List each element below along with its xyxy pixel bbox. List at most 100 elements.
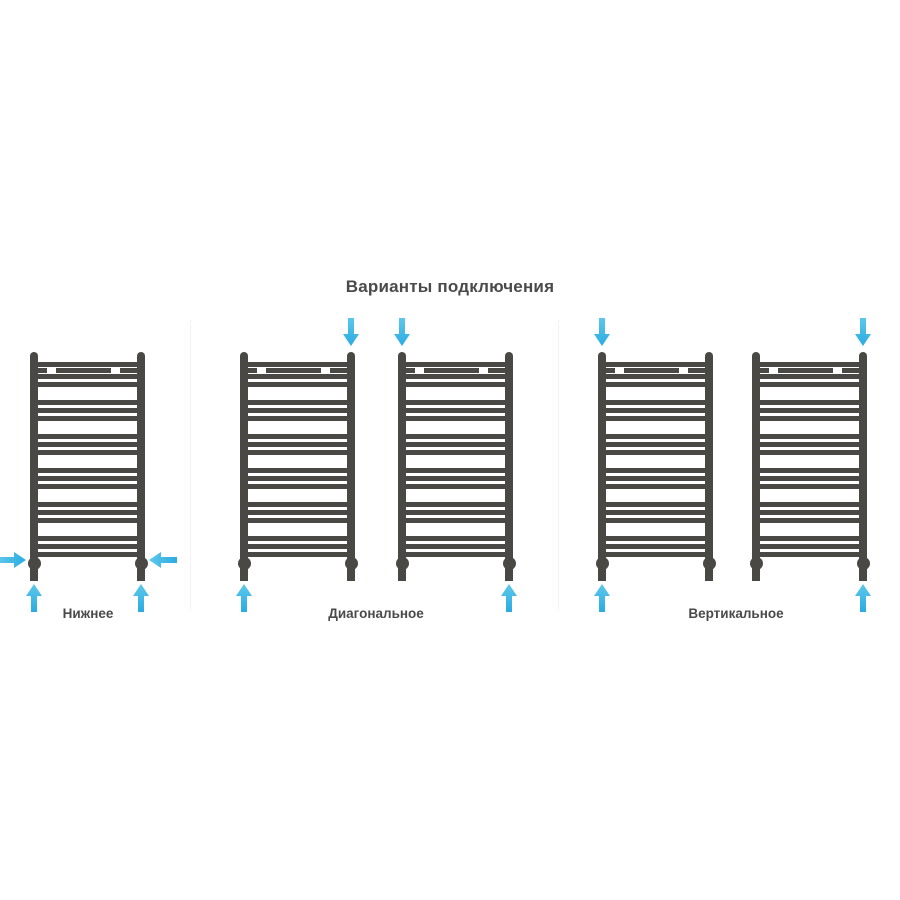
radiator-leg-right	[505, 568, 513, 581]
radiator-leg-right	[347, 568, 355, 581]
radiator-rail-right	[705, 352, 713, 564]
radiator-rung	[601, 502, 710, 507]
radiator-rung	[755, 502, 864, 507]
mount-bracket-gap	[47, 368, 56, 373]
radiator-connector-left	[237, 557, 251, 570]
towel-radiator	[595, 352, 716, 581]
radiator-rung	[755, 400, 864, 405]
mount-bracket-gap	[415, 368, 424, 373]
inlet-arrow-left-horizontal-icon	[0, 552, 26, 568]
radiator-rung	[755, 416, 864, 421]
radiator-rung	[401, 434, 510, 439]
radiator-rung	[243, 442, 352, 447]
panel-label-vertical: Вертикальное	[688, 606, 784, 621]
radiator-rung	[243, 408, 352, 413]
radiator-leg-right	[137, 568, 145, 581]
radiator-connector-left	[595, 557, 609, 570]
radiator-rung	[33, 536, 142, 541]
radiator-rung	[755, 468, 864, 473]
radiator-rung	[601, 442, 710, 447]
radiator-rung	[243, 434, 352, 439]
wall-mount-point-icon	[826, 368, 831, 373]
mount-bracket-gap	[615, 368, 624, 373]
radiator-rail-right	[347, 352, 355, 564]
radiator-leg-left	[30, 568, 38, 581]
radiator-rung	[755, 484, 864, 489]
radiator-rung	[401, 468, 510, 473]
wall-mount-point-icon	[104, 368, 109, 373]
inlet-arrow-top-right-icon	[855, 318, 871, 346]
wall-mount-point-icon	[608, 368, 613, 373]
radiator-rung	[243, 450, 352, 455]
radiator-rung	[401, 408, 510, 413]
radiator-rung	[755, 518, 864, 523]
mount-bracket-gap	[321, 368, 330, 373]
radiator-rung	[601, 374, 710, 379]
radiator-rung	[401, 374, 510, 379]
outlet-arrow-bottom-right-icon	[501, 584, 517, 612]
radiator-rung	[401, 544, 510, 549]
wall-mount-point-icon	[672, 368, 677, 373]
radiator-rung	[243, 518, 352, 523]
radiator-leg-right	[705, 568, 713, 581]
radiator-rung	[601, 416, 710, 421]
radiator-rung	[601, 484, 710, 489]
radiator-rung	[601, 408, 710, 413]
radiator-rung	[33, 382, 142, 387]
radiator-connector-right	[502, 557, 516, 570]
radiator-leg-right	[859, 568, 867, 581]
outlet-arrow-bottom-left-icon	[594, 584, 610, 612]
radiator-rung	[401, 382, 510, 387]
radiator-rung	[243, 510, 352, 515]
radiator-rung	[33, 510, 142, 515]
radiator-rung	[33, 476, 142, 481]
radiator-rung	[401, 484, 510, 489]
radiator-rail-right	[137, 352, 145, 564]
mount-bracket-gap	[769, 368, 778, 373]
panel-divider-1	[190, 320, 192, 610]
radiator-rail-right	[505, 352, 513, 564]
radiator-rung	[33, 450, 142, 455]
radiator-rung	[401, 552, 510, 557]
radiator-rung	[243, 484, 352, 489]
radiator-rung	[401, 416, 510, 421]
radiator-rung	[601, 544, 710, 549]
radiator-rung	[401, 518, 510, 523]
radiator-rung	[755, 362, 864, 367]
radiator-rung	[401, 442, 510, 447]
radiator-rung	[33, 374, 142, 379]
radiator-rung	[401, 510, 510, 515]
outlet-arrow-bottom-right-icon	[855, 584, 871, 612]
radiator-rung	[33, 468, 142, 473]
radiator-rung	[401, 400, 510, 405]
panel-label-bottom: Нижнее	[62, 606, 114, 621]
radiator-rung	[33, 502, 142, 507]
panel-divider-2	[558, 320, 560, 610]
radiator-connector-left	[27, 557, 41, 570]
radiator-rung	[755, 374, 864, 379]
radiator-rung	[401, 476, 510, 481]
radiator-leg-left	[598, 568, 606, 581]
radiator-rung	[755, 552, 864, 557]
radiator-mount-bar	[401, 368, 510, 373]
radiator-rung	[243, 362, 352, 367]
radiator-rung	[601, 510, 710, 515]
radiator-rung	[33, 408, 142, 413]
radiator-rung	[243, 552, 352, 557]
radiator-rung	[601, 468, 710, 473]
radiator-rung	[33, 400, 142, 405]
wall-mount-point-icon	[762, 368, 767, 373]
radiator-rung	[243, 476, 352, 481]
radiator-rung	[33, 434, 142, 439]
radiator-rung	[243, 416, 352, 421]
inlet-arrow-top-right-icon	[343, 318, 359, 346]
page-title: Варианты подключения	[345, 277, 555, 296]
radiator-rail-left	[240, 352, 248, 564]
outlet-arrow-bottom-left-icon	[236, 584, 252, 612]
radiator-rail-left	[398, 352, 406, 564]
radiator-rung	[33, 518, 142, 523]
radiator-rung	[601, 400, 710, 405]
